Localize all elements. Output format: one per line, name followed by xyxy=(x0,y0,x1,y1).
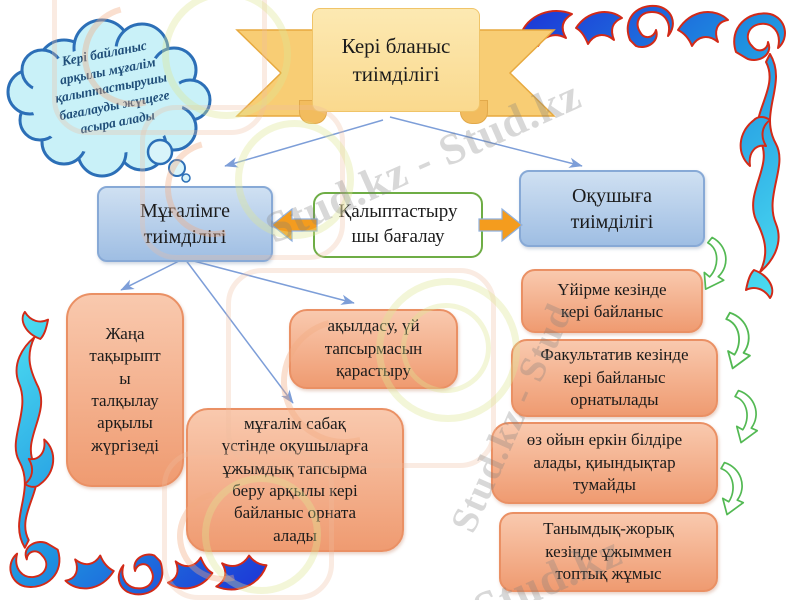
teacher-item-1: Жаңа тақырыпт ы талқылау арқылы жүргізед… xyxy=(66,293,184,487)
student-item-2-label: Факультатив кезінде кері байланыс орнаты… xyxy=(540,345,689,410)
teacher-benefit-box: Мұғалімге тиімділігі xyxy=(97,186,273,262)
curved-arrow-icon xyxy=(734,389,759,444)
student-item-1-label: Үйірме кезінде кері байланыс xyxy=(557,279,667,321)
student-item-4-label: Танымдық-жорық кезінде ұжыммен топтық жұ… xyxy=(543,519,674,584)
block-arrow-left-icon xyxy=(271,207,318,243)
teacher-item-2: ақылдасу, үй тапсырмасын қарастыру xyxy=(289,309,458,389)
curved-arrow-icon xyxy=(720,461,745,516)
teacher-item-3-label: мұғалім сабақ үстінде оқушыларға ұжымдық… xyxy=(221,413,369,545)
teacher-item-1-label: Жаңа тақырыпт ы талқылау арқылы жүргізед… xyxy=(89,323,161,455)
student-item-3: өз ойын еркін білдіре алады, қиындықтар … xyxy=(491,422,718,504)
formative-assessment-label: Қалыптастыру шы бағалау xyxy=(338,201,458,247)
student-benefit-box: Оқушыға тиімділігі xyxy=(519,170,705,247)
teacher-benefit-label: Мұғалімге тиімділігі xyxy=(139,200,231,248)
banner-title: Кері бланыс тиімділігі xyxy=(312,8,480,112)
teacher-item-3: мұғалім сабақ үстінде оқушыларға ұжымдық… xyxy=(186,408,404,552)
banner-right-wing-icon xyxy=(474,29,556,117)
thought-cloud-icon xyxy=(6,18,212,183)
formative-assessment-box: Қалыптастыру шы бағалау xyxy=(313,192,483,258)
banner-title-text: Кері бланыс тиімділігі xyxy=(341,33,451,86)
student-benefit-label: Оқушыға тиімділігі xyxy=(570,184,654,233)
student-item-3-label: өз ойын еркін білдіре алады, қиындықтар … xyxy=(526,430,683,495)
student-item-4: Танымдық-жорық кезінде ұжыммен топтық жұ… xyxy=(499,512,718,592)
curved-arrow-icon xyxy=(725,311,751,370)
student-item-2: Факультатив кезінде кері байланыс орнаты… xyxy=(511,339,718,417)
student-item-1: Үйірме кезінде кері байланыс xyxy=(521,269,703,333)
teacher-item-2-label: ақылдасу, үй тапсырмасын қарастыру xyxy=(324,316,423,381)
banner-left-wing-icon xyxy=(235,29,317,117)
block-arrow-right-icon xyxy=(478,207,523,243)
